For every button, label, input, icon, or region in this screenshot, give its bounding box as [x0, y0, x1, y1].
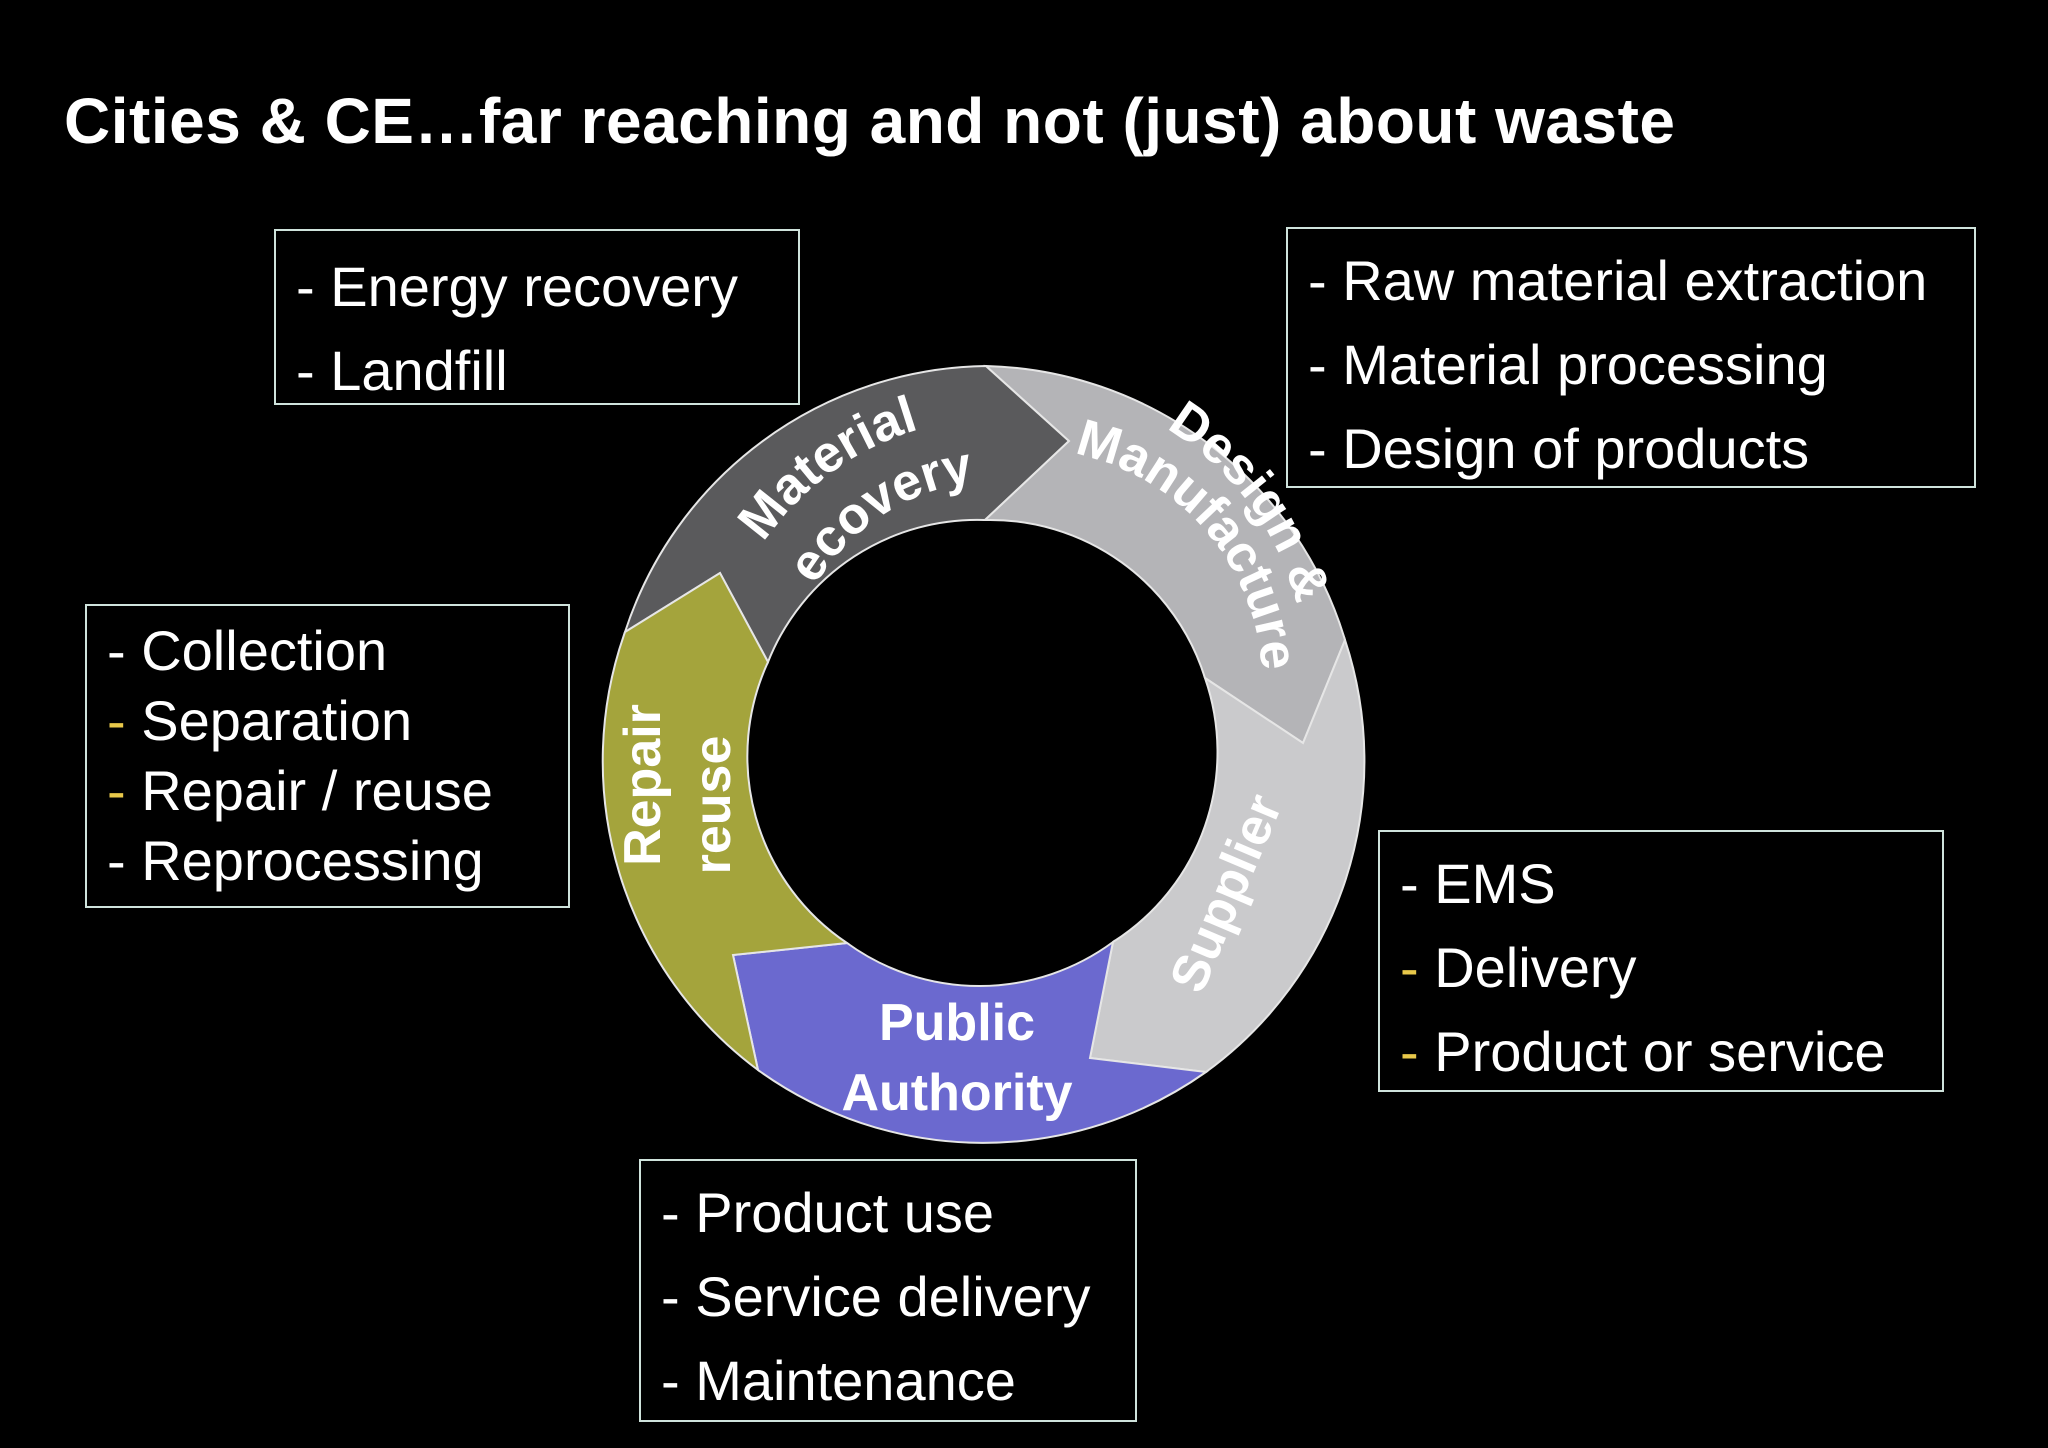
list-item: - Material processing [1308, 323, 1974, 407]
bullet-dash: - [107, 619, 126, 682]
bullet-dash: - [1308, 249, 1327, 312]
list-item-text: Maintenance [695, 1349, 1016, 1412]
list-item: - Raw material extraction [1308, 239, 1974, 323]
public-authority-label-line1: Public [879, 994, 1035, 1052]
bullet-dash: - [107, 829, 126, 892]
list-item-text: Collection [141, 619, 388, 682]
bullet-dash: - [1400, 852, 1419, 915]
list-item: - Delivery [1400, 926, 1942, 1010]
list-item: - Service delivery [661, 1255, 1135, 1339]
bullet-dash: - [107, 759, 126, 822]
bullet-dash: - [661, 1181, 680, 1244]
list-item-text: Product or service [1434, 1020, 1886, 1083]
ems-box: - EMS- Delivery- Product or service [1378, 830, 1944, 1092]
list-item-text: Landfill [330, 339, 508, 402]
bullet-dash: - [1308, 333, 1327, 396]
bullet-dash: - [1400, 936, 1419, 999]
bullet-dash: - [1400, 1020, 1419, 1083]
bullet-dash: - [296, 255, 315, 318]
repair-reuse-label-line1: Repair [614, 704, 672, 866]
list-item: - Landfill [296, 329, 798, 413]
segment-material-recovery [623, 364, 1071, 665]
energy-recovery-box: - Energy recovery- Landfill [274, 229, 800, 405]
list-item: - Separation [107, 686, 568, 756]
list-item-text: Design of products [1342, 417, 1810, 480]
product-use-box: - Product use- Service delivery- Mainten… [639, 1159, 1137, 1422]
bullet-dash: - [107, 689, 126, 752]
segment-public-authority [731, 939, 1209, 1144]
list-item: - EMS [1400, 842, 1942, 926]
list-item: - Repair / reuse [107, 756, 568, 826]
raw-material-box: - Raw material extraction- Material proc… [1286, 227, 1976, 488]
list-item: - Product or service [1400, 1010, 1942, 1094]
segment-repair-reuse [601, 571, 850, 1073]
list-item-text: Service delivery [695, 1265, 1091, 1328]
public-authority-label-line2: Authority [841, 1064, 1072, 1122]
list-item: - Maintenance [661, 1339, 1135, 1423]
list-item-text: Raw material extraction [1342, 249, 1928, 312]
bullet-dash: - [1308, 417, 1327, 480]
list-item-text: Reprocessing [141, 829, 484, 892]
bullet-dash: - [296, 339, 315, 402]
slide-title: Cities & CE…far reaching and not (just) … [64, 85, 1676, 157]
list-item-text: Delivery [1434, 936, 1637, 999]
list-item: - Design of products [1308, 407, 1974, 491]
bullet-dash: - [661, 1349, 680, 1412]
list-item: - Product use [661, 1171, 1135, 1255]
list-item-text: Product use [695, 1181, 995, 1244]
collection-box: - Collection- Separation- Repair / reuse… [85, 604, 570, 908]
list-item: - Energy recovery [296, 245, 798, 329]
list-item-text: EMS [1434, 852, 1556, 915]
list-item: - Reprocessing [107, 826, 568, 896]
list-item-text: Energy recovery [330, 255, 738, 318]
list-item-text: Repair / reuse [141, 759, 493, 822]
bullet-dash: - [661, 1265, 680, 1328]
repair-reuse-label-line2: reuse [684, 736, 742, 875]
list-item-text: Separation [141, 689, 413, 752]
list-item: - Collection [107, 616, 568, 686]
list-item-text: Material processing [1342, 333, 1828, 396]
